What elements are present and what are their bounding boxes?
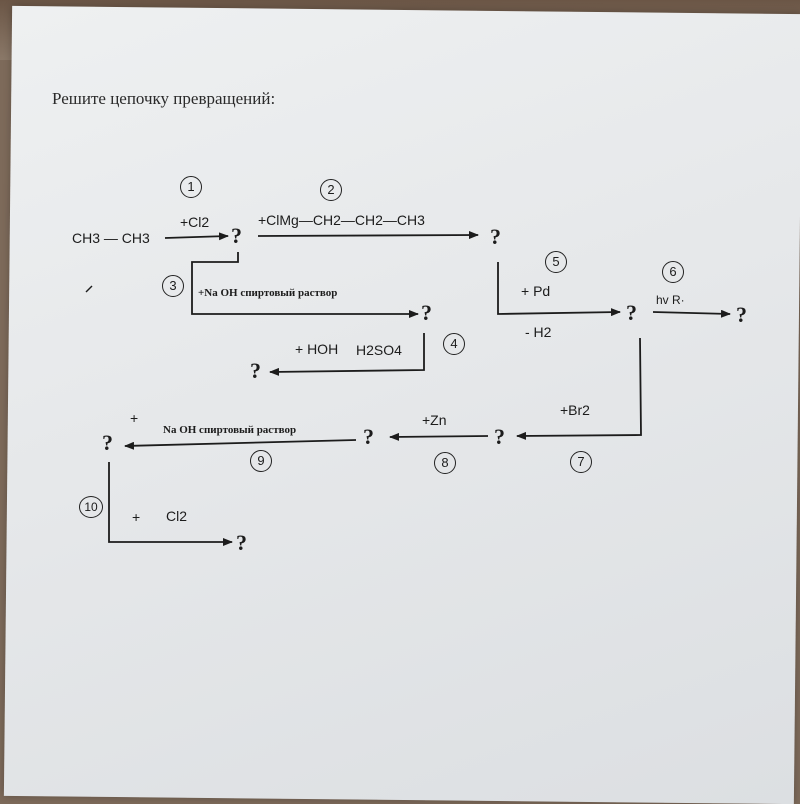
product-2: ?: [490, 224, 501, 249]
start-compound: CH3 — CH3: [72, 230, 150, 246]
reagent-step-1: +Cl2: [180, 214, 210, 230]
worksheet-title: Решите цепочку превращений:: [52, 89, 276, 108]
arrow-step-9: [124, 439, 357, 450]
plus-step-10: +: [132, 509, 141, 525]
product-10: ?: [236, 530, 247, 555]
arrow-step-6: [652, 309, 731, 318]
step-number-10: 10: [79, 496, 103, 518]
product-6: ?: [736, 302, 747, 327]
arrow-step-1: [164, 232, 229, 241]
product-1: ?: [231, 223, 242, 248]
reagent-step-6: hv R·: [656, 293, 685, 307]
step-number-6: 6: [662, 261, 684, 283]
reagent-step-4-acid: H2SO4: [356, 342, 402, 358]
product-5: ?: [626, 300, 637, 325]
arrow-step-4: [269, 333, 425, 376]
byproduct-step-5: - H2: [525, 324, 552, 340]
step-number-9: 9: [250, 450, 272, 472]
step-number-4: 4: [443, 333, 465, 355]
reagent-step-8: +Zn: [422, 412, 447, 428]
plus-step-9: +: [130, 410, 139, 426]
reagent-step-2: +ClMg—CH2—CH2—CH3: [258, 212, 425, 228]
step-number-1: 1: [180, 176, 202, 198]
product-9: ?: [102, 430, 113, 455]
step-number-2: 2: [320, 179, 342, 201]
arrow-step-5: [497, 262, 621, 317]
reagent-step-4-water: + HOH: [295, 341, 339, 357]
reagent-step-10: Cl2: [166, 508, 188, 524]
product-3: ?: [421, 300, 432, 325]
arrow-step-8: [389, 432, 489, 441]
reagent-step-5: + Pd: [521, 283, 551, 299]
reagent-step-7: +Br2: [560, 402, 590, 418]
product-4: ?: [250, 358, 261, 383]
reagent-step-9: Na OH спиртовый раствор: [163, 424, 297, 436]
arrow-step-3: [191, 252, 419, 318]
arrow-step-2: [257, 231, 479, 240]
step-number-8: 8: [434, 452, 456, 474]
arrow-step-10: [108, 462, 233, 546]
step-number-5: 5: [545, 251, 567, 273]
product-7: ?: [494, 424, 505, 449]
product-8: ?: [363, 424, 374, 449]
arrow-step-7: [516, 337, 642, 440]
reagent-step-3: +Na OH спиртовый раствор: [198, 287, 338, 299]
step-number-3: 3: [162, 275, 184, 297]
step-number-7: 7: [570, 451, 592, 473]
